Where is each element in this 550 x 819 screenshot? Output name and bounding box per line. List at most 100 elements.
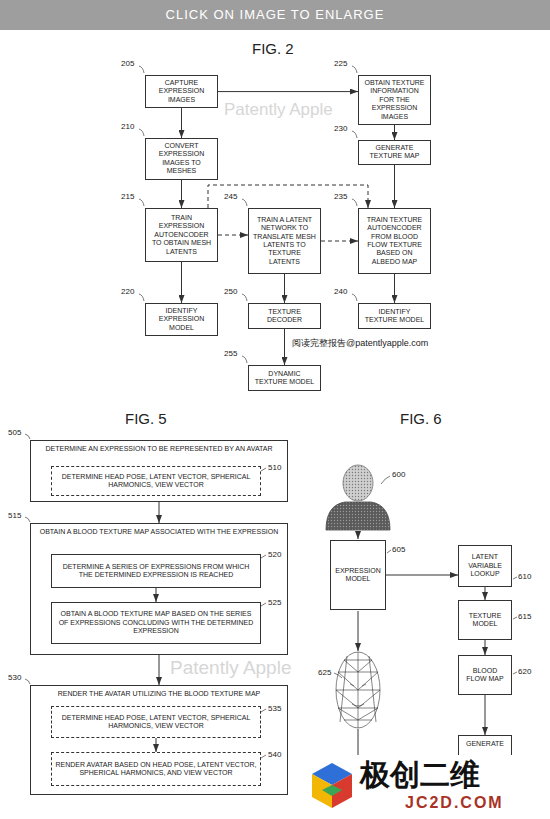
figure-title: FIG. 5: [125, 410, 167, 427]
flow-arrow: [159, 655, 160, 685]
process-box: DETERMINE A SERIES OF EXPRESSIONS FROM W…: [51, 554, 261, 588]
box-text: EXPRESSION MODEL: [334, 567, 382, 584]
box-text: RENDER THE AVATAR UTILIZING THE BLOOD TE…: [34, 690, 284, 698]
dashed-connector: [218, 235, 248, 236]
callout-number: 220: [121, 287, 134, 296]
watermark: 阅读完整报告@patentlyapple.com: [292, 338, 428, 348]
callout-number: 235: [334, 192, 347, 201]
step-group: DETERMINE AN EXPRESSION TO BE REPRESENTE…: [30, 440, 288, 502]
step-group: RENDER THE AVATAR UTILIZING THE BLOOD TE…: [30, 685, 288, 795]
process-box: EXPRESSION MODEL: [330, 540, 386, 610]
process-box: TRAIN A LATENT NETWORK TO TRANSLATE MESH…: [248, 208, 321, 274]
box-text: CAPTURE EXPRESSION IMAGES: [149, 79, 214, 104]
box-text: IDENTIFY TEXTURE MODEL: [362, 308, 427, 325]
callout-number: 530: [8, 673, 21, 682]
watermark: Patently Apple: [170, 657, 291, 679]
flow-arrow: [284, 274, 285, 303]
process-box: IDENTIFY TEXTURE MODEL: [358, 303, 431, 329]
flow-arrow: [485, 587, 486, 600]
box-text: OBTAIN TEXTURE INFORMATION FOR THE EXPRE…: [362, 79, 427, 121]
header-bar: [0, 0, 550, 30]
flow-arrow: [159, 502, 160, 523]
flow-arrow: [156, 588, 157, 602]
callout-number: 510: [268, 463, 281, 472]
process-box: IDENTIFY EXPRESSION MODEL: [145, 303, 218, 336]
box-text: DETERMINE A SERIES OF EXPRESSIONS FROM W…: [55, 563, 257, 580]
figure-title: FIG. 6: [400, 410, 442, 427]
process-box: CAPTURE EXPRESSION IMAGES: [145, 75, 218, 108]
flow-arrow: [485, 695, 486, 735]
box-text: TEXTURE DECODER: [252, 308, 317, 325]
dashed-connector: [321, 241, 358, 242]
mesh-face: [336, 652, 380, 728]
box-text: DYNAMIC TEXTURE MODEL: [252, 370, 317, 387]
process-box: LATENT VARIABLE LOOKUP: [458, 545, 512, 587]
watermark: Patently Apple: [224, 100, 333, 120]
box-text: IDENTIFY EXPRESSION MODEL: [149, 307, 214, 332]
callout-number: 210: [121, 122, 134, 131]
process-box: TEXTURE DECODER: [248, 303, 321, 329]
callout-number: 625: [318, 668, 331, 677]
process-box: TRAIN EXPRESSION AUTOENCODER TO OBTAIN M…: [145, 208, 218, 262]
flow-arrow: [394, 165, 395, 208]
callout-number: 620: [518, 667, 531, 676]
process-box: BLOOD FLOW MAP: [458, 655, 512, 695]
callout-number: 535: [268, 704, 281, 713]
callout-number: 515: [8, 511, 21, 520]
logo-text: 极创二维: [360, 758, 480, 793]
box-text: TRAIN EXPRESSION AUTOENCODER TO OBTAIN M…: [149, 214, 214, 256]
callout-number: 505: [8, 428, 21, 437]
optional-step-box: RENDER AVATAR BASED ON HEAD POSE, LATENT…: [51, 752, 261, 786]
step-group: OBTAIN A BLOOD TEXTURE MAP ASSOCIATED WI…: [30, 523, 288, 655]
flow-arrow: [394, 125, 395, 140]
leader-lines: [25, 66, 517, 758]
flow-arrow: [386, 575, 458, 576]
logo-text: JC2D.COM: [405, 794, 504, 812]
box-text: CONVERT EXPRESSION IMAGES TO MESHES: [149, 142, 214, 176]
process-box: GENERATE TEXTURE MAP: [358, 140, 431, 165]
box-text: BLOOD FLOW MAP: [462, 667, 508, 684]
flow-arrow: [485, 640, 486, 655]
box-text: GENERATE TEXTURE MAP: [362, 144, 427, 161]
callout-number: 525: [268, 598, 281, 607]
callout-number: 600: [392, 470, 405, 479]
process-box: OBTAIN TEXTURE INFORMATION FOR THE EXPRE…: [358, 75, 431, 125]
callout-number: 245: [224, 192, 237, 201]
dashed-connector: [208, 185, 368, 208]
callout-number: 225: [334, 59, 347, 68]
callout-number: 215: [121, 192, 134, 201]
box-text: OBTAIN A BLOOD TEXTURE MAP ASSOCIATED WI…: [34, 528, 284, 536]
box-text: DETERMINE AN EXPRESSION TO BE REPRESENTE…: [34, 445, 284, 453]
flow-arrow: [394, 274, 395, 303]
box-text: DETERMINE HEAD POSE, LATENT VECTOR, SPHE…: [55, 473, 257, 490]
header-text: CLICK ON IMAGE TO ENLARGE: [0, 8, 550, 23]
box-text: DETERMINE HEAD POSE, LATENT VECTOR, SPHE…: [55, 714, 257, 731]
figure-title: FIG. 2: [252, 40, 294, 57]
person-figure: [326, 465, 390, 530]
flow-arrow: [156, 738, 157, 752]
box-text: TRAIN A LATENT NETWORK TO TRANSLATE MESH…: [252, 216, 317, 266]
callout-number: 520: [268, 550, 281, 559]
callout-number: 250: [224, 287, 237, 296]
box-text: TEXTURE MODEL: [462, 612, 508, 629]
box-text: RENDER AVATAR BASED ON HEAD POSE, LATENT…: [55, 761, 257, 778]
box-text: LATENT VARIABLE LOOKUP: [462, 553, 508, 578]
callout-number: 615: [518, 612, 531, 621]
optional-step-box: DETERMINE HEAD POSE, LATENT VECTOR, SPHE…: [51, 706, 261, 738]
flow-arrow: [218, 91, 358, 92]
callout-number: 240: [334, 287, 347, 296]
flow-arrow: [181, 180, 182, 208]
callout-number: 540: [268, 750, 281, 759]
process-box: DYNAMIC TEXTURE MODEL: [248, 365, 321, 391]
box-text: TRAIN TEXTURE AUTOENCODER FROM BLOOD FLO…: [362, 216, 427, 266]
box-text: OBTAIN A BLOOD TEXTURE MAP BASED ON THE …: [55, 610, 257, 635]
optional-step-box: DETERMINE HEAD POSE, LATENT VECTOR, SPHE…: [51, 466, 261, 496]
process-box: TRAIN TEXTURE AUTOENCODER FROM BLOOD FLO…: [358, 208, 431, 274]
callout-number: 255: [224, 349, 237, 358]
flow-arrow: [181, 262, 182, 303]
callout-number: 605: [392, 545, 405, 554]
callout-number: 230: [334, 124, 347, 133]
callout-number: 205: [121, 59, 134, 68]
flow-arrow: [284, 329, 285, 365]
